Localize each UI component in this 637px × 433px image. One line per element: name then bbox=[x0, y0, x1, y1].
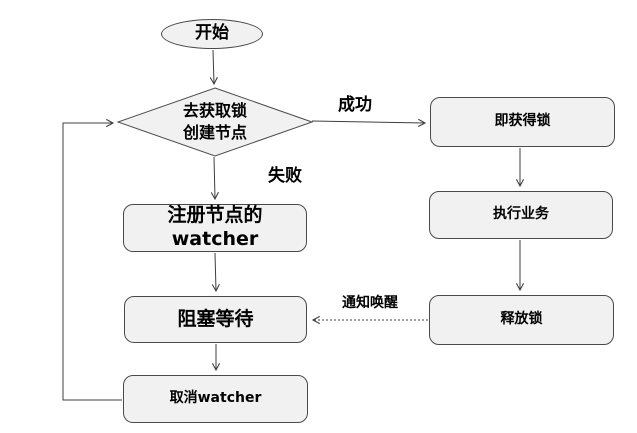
execute-business-node-label: 执行业务 bbox=[493, 206, 549, 223]
decision-node-label: 去获取锁 创建节点 bbox=[182, 101, 247, 142]
start-node: 开始 bbox=[161, 19, 263, 49]
register-watcher-node-label: 注册节点的 watcher bbox=[167, 204, 263, 250]
edge-cancel-loop-to-decision bbox=[62, 118, 122, 401]
failure-edge-label: 失败 bbox=[268, 166, 302, 186]
edge-register-to-block bbox=[211, 252, 220, 293]
start-node-label: 开始 bbox=[195, 23, 229, 44]
cancel-watcher-node-label: 取消watcher bbox=[169, 390, 262, 407]
decision-node: 去获取锁 创建节点 bbox=[150, 94, 280, 150]
decision-diamond-shape bbox=[116, 87, 314, 157]
cancel-watcher-node: 取消watcher bbox=[123, 375, 308, 423]
acquired-lock-node-label: 即获得锁 bbox=[494, 113, 551, 130]
edge-start-to-decision bbox=[209, 49, 218, 86]
block-wait-node: 阻塞等待 bbox=[124, 296, 307, 343]
acquired-lock-node: 即获得锁 bbox=[430, 97, 615, 147]
release-lock-node: 释放锁 bbox=[429, 295, 614, 345]
execute-business-node: 执行业务 bbox=[429, 191, 613, 239]
notify-wake-edge-label: 通知唤醒 bbox=[342, 295, 398, 311]
success-edge-label: 成功 bbox=[338, 95, 372, 115]
release-lock-node-label: 释放锁 bbox=[500, 311, 543, 328]
register-watcher-node: 注册节点的 watcher bbox=[123, 204, 307, 252]
edge-decision-to-acquired bbox=[311, 118, 427, 127]
edge-decision-to-register bbox=[210, 156, 219, 201]
block-wait-node-label: 阻塞等待 bbox=[177, 307, 254, 330]
